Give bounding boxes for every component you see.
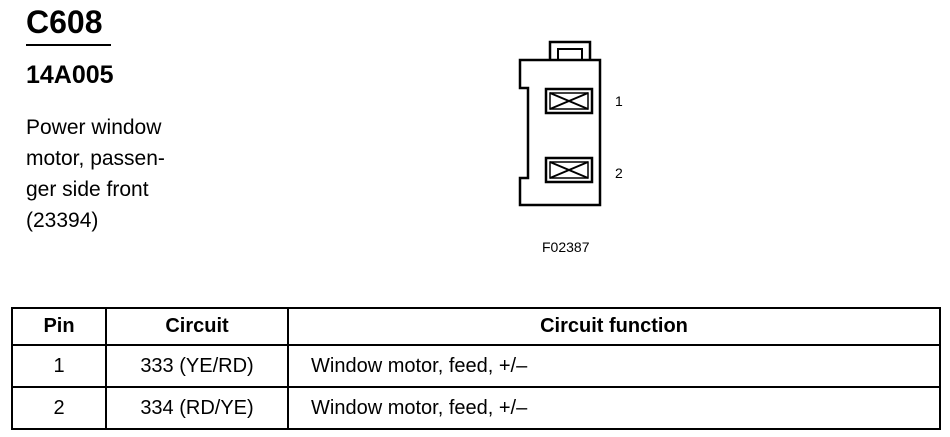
connector-id: C608 — [26, 4, 103, 40]
description-line: ger side front — [26, 178, 149, 201]
description-line: (23394) — [26, 209, 99, 232]
header-circuit: Circuit — [105, 307, 289, 346]
connector-locking-tab — [548, 40, 592, 60]
description-line: Power window — [26, 116, 162, 139]
table-row: 1 333 (YE/RD) Window motor, feed, +/– — [11, 344, 941, 388]
connector-face-diagram: 1 2 F02387 — [518, 40, 623, 255]
table-header-row: Pin Circuit Circuit function — [11, 307, 941, 346]
cell-pin: 1 — [11, 344, 107, 388]
connector-locking-tab-inner — [557, 48, 583, 60]
cell-circuit: 334 (RD/YE) — [105, 386, 289, 430]
cell-pin: 2 — [11, 386, 107, 430]
pin-number-label: 2 — [615, 165, 623, 181]
pin-table: Pin Circuit Circuit function 1 333 (YE/R… — [11, 307, 941, 430]
cell-circuit-function: Window motor, feed, +/– — [287, 386, 941, 430]
part-number: 14A005 — [26, 61, 114, 89]
connector-description: Power window motor, passen- ger side fro… — [26, 112, 226, 236]
connector-housing — [518, 58, 602, 207]
description-line: motor, passen- — [26, 147, 165, 170]
cell-circuit: 333 (YE/RD) — [105, 344, 289, 388]
pin-cavity-1 — [544, 87, 594, 115]
pin-number-label: 1 — [615, 93, 623, 109]
figure-code: F02387 — [542, 239, 590, 255]
table-row: 2 334 (RD/YE) Window motor, feed, +/– — [11, 386, 941, 430]
header-pin: Pin — [11, 307, 107, 346]
title-underline — [26, 44, 111, 46]
pin-cavity-2 — [544, 156, 594, 184]
header-circuit-function: Circuit function — [287, 307, 941, 346]
cell-circuit-function: Window motor, feed, +/– — [287, 344, 941, 388]
